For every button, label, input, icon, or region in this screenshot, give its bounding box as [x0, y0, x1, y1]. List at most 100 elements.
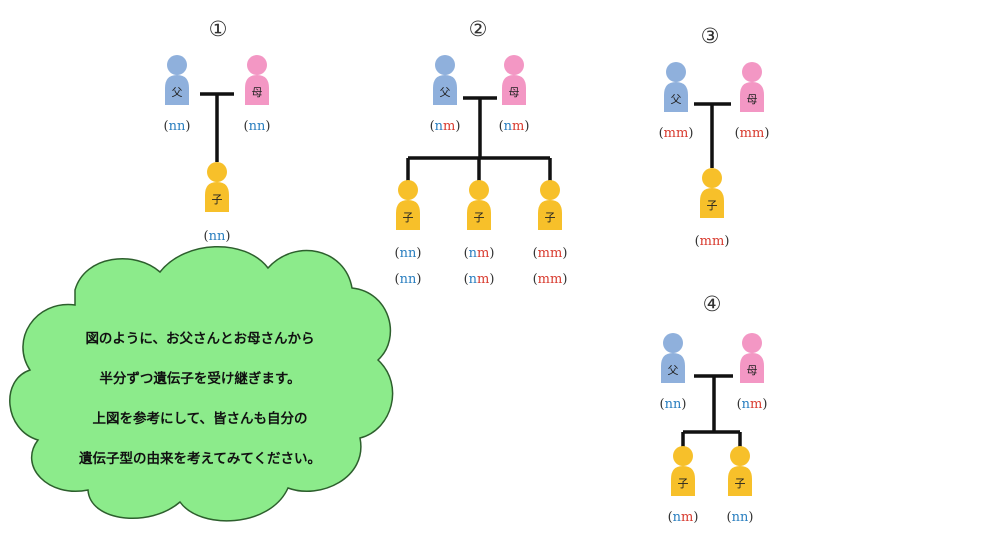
- father-genotype-char-0: (: [164, 119, 169, 134]
- child-genotype-char-0: (: [464, 246, 469, 261]
- father-figure-label: 父: [671, 93, 682, 106]
- father-genotype-char-3: ): [681, 397, 686, 412]
- child-figure-head: [673, 446, 693, 466]
- mother-genotype-char-3: ): [764, 126, 769, 141]
- mother-genotype-char-3: ): [265, 119, 270, 134]
- cloud-shape: [9, 246, 394, 522]
- mother-genotype-char-0: (: [735, 126, 740, 141]
- diagram-4: ④父母(nn)(nm)子(nm)子(nn): [660, 292, 768, 525]
- child-genotype-char-2: m: [681, 510, 693, 525]
- mother-genotype-char-3: ): [762, 397, 767, 412]
- child-genotype-char-1: n: [209, 229, 218, 244]
- child-figure: 子: [700, 168, 724, 218]
- father-figure-body: [664, 82, 688, 112]
- child-figure: 子: [396, 180, 420, 230]
- child-genotype-char-0: (: [204, 229, 209, 244]
- child-genotype: (nm): [464, 246, 495, 261]
- child-figure-body: [538, 200, 562, 230]
- child-genotype-char-0: (: [695, 234, 700, 249]
- child-genotype-char-0: (: [533, 246, 538, 261]
- child-genotype: (nm): [668, 510, 699, 525]
- father-genotype-char-3: ): [185, 119, 190, 134]
- child-figure-label: 子: [735, 477, 746, 490]
- child-genotype-char-1: n: [732, 510, 741, 525]
- father-genotype-char-0: (: [430, 119, 435, 134]
- child-genotype-char-1: m: [538, 272, 550, 287]
- father-figure-body: [661, 353, 685, 383]
- mother-genotype-char-0: (: [244, 119, 249, 134]
- mother-genotype-char-0: (: [737, 397, 742, 412]
- father-figure-head: [663, 333, 683, 353]
- mother-figure-body: [502, 75, 526, 105]
- child-genotype-char-1: n: [469, 246, 478, 261]
- father-genotype-char-1: n: [435, 119, 444, 134]
- mother-genotype-char-0: (: [499, 119, 504, 134]
- child-figure-head: [469, 180, 489, 200]
- child-genotype-char-3: ): [416, 272, 421, 287]
- child-figure: 子: [671, 446, 695, 496]
- cloud-line-1: 図のように、お父さんとお母さんから: [85, 331, 314, 347]
- mother-figure-head: [742, 62, 762, 82]
- child-figure: 子: [538, 180, 562, 230]
- father-figure-head: [435, 55, 455, 75]
- father-genotype-char-1: n: [169, 119, 178, 134]
- mother-figure-label: 母: [509, 86, 520, 99]
- mother-figure-head: [504, 55, 524, 75]
- child-genotype-char-2: n: [740, 510, 749, 525]
- child-genotype-char-2: m: [712, 234, 724, 249]
- diagram-3: ③父母(mm)(mm)子(mm): [659, 24, 770, 249]
- father-genotype: (nn): [660, 397, 687, 412]
- father-genotype-char-3: ): [455, 119, 460, 134]
- father-figure-head: [666, 62, 686, 82]
- child-genotype-char-3: ): [562, 246, 567, 261]
- father-figure-body: [165, 75, 189, 105]
- father-genotype-char-2: n: [177, 119, 186, 134]
- child-figure: 子: [467, 180, 491, 230]
- mother-genotype-char-2: m: [512, 119, 524, 134]
- diagram-2: ②父母(nm)(nm)子(nn)(nn)子(nm)(nm)子(mm)(mm): [395, 17, 568, 287]
- mother-figure: 母: [740, 62, 764, 112]
- father-genotype-char-1: m: [664, 126, 676, 141]
- child-figure-body: [700, 188, 724, 218]
- father-genotype-char-2: m: [676, 126, 688, 141]
- child-genotype-char-1: n: [469, 272, 478, 287]
- child-genotype-char-3: ): [693, 510, 698, 525]
- child-genotype-char-3: ): [489, 246, 494, 261]
- father-figure-label: 父: [440, 86, 451, 99]
- child-genotype: (nn): [727, 510, 754, 525]
- child-genotype-char-2: n: [408, 272, 417, 287]
- mother-genotype-char-1: n: [249, 119, 258, 134]
- child-genotype-char-0: (: [727, 510, 732, 525]
- explanation-cloud: 図のように、お父さんとお母さんから 半分ずつ遺伝子を受け継ぎます。 上図を参考に…: [9, 246, 394, 522]
- child-figure-label: 子: [545, 211, 556, 224]
- child-genotype-char-3: ): [748, 510, 753, 525]
- child-genotype: (mm): [533, 272, 568, 287]
- mother-genotype-char-2: n: [257, 119, 266, 134]
- child-genotype-char-2: n: [217, 229, 226, 244]
- father-genotype-char-2: m: [443, 119, 455, 134]
- child-genotype-char-3: ): [489, 272, 494, 287]
- mother-genotype-char-2: m: [752, 126, 764, 141]
- child-genotype-char-0: (: [395, 272, 400, 287]
- diagram-number: ②: [469, 17, 488, 41]
- child-figure-label: 子: [403, 211, 414, 224]
- child-genotype-char-1: n: [673, 510, 682, 525]
- child-figure-head: [702, 168, 722, 188]
- diagram-number: ③: [701, 24, 720, 48]
- mother-genotype-char-1: n: [742, 397, 751, 412]
- child-genotype-char-2: m: [550, 272, 562, 287]
- child-genotype-char-2: m: [477, 246, 489, 261]
- mother-figure: 母: [502, 55, 526, 105]
- child-genotype: (mm): [533, 246, 568, 261]
- child-figure-label: 子: [474, 211, 485, 224]
- child-genotype-char-2: m: [550, 246, 562, 261]
- child-figure-body: [728, 466, 752, 496]
- child-genotype-char-3: ): [562, 272, 567, 287]
- mother-genotype-char-1: n: [504, 119, 513, 134]
- father-figure-head: [167, 55, 187, 75]
- child-figure-head: [207, 162, 227, 182]
- child-figure-body: [205, 182, 229, 212]
- father-genotype-char-0: (: [660, 397, 665, 412]
- child-genotype-char-3: ): [416, 246, 421, 261]
